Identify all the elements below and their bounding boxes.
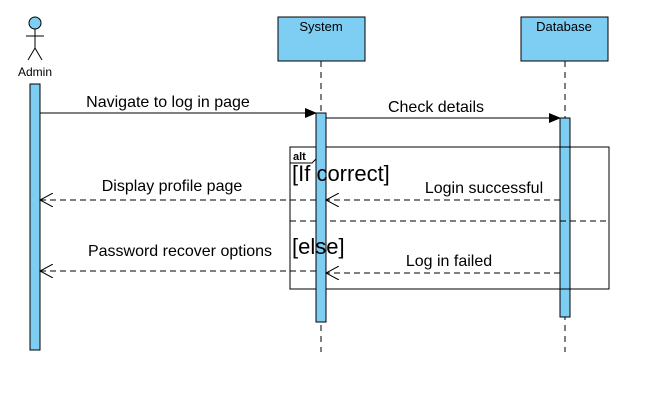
participant-database: Database	[520, 16, 609, 352]
message-login-failed: Log in failed	[326, 253, 560, 273]
database-head-box	[520, 16, 609, 62]
message-navigate: Navigate to log in page	[40, 94, 317, 118]
system-head-box	[277, 16, 366, 62]
actor-head	[28, 16, 42, 30]
guard-if-correct: [If correct]	[292, 161, 390, 186]
message-password-recover-label: Password recover options	[88, 243, 272, 260]
guard-else: [else]	[292, 234, 345, 259]
admin-activation-bar	[29, 83, 41, 351]
alt-fragment-frame	[289, 146, 610, 290]
message-login-success: Login successful	[326, 180, 560, 200]
system-activation-bar	[315, 112, 327, 323]
message-display-profile-label: Display profile page	[102, 178, 243, 195]
database-label: Database	[536, 19, 592, 34]
message-check-label: Check details	[388, 99, 484, 116]
message-display-profile: Display profile page	[40, 178, 316, 200]
message-check: Check details	[326, 99, 561, 123]
actor-right-leg	[34, 47, 43, 61]
actor-admin-label: Admin	[18, 65, 52, 79]
alt-operator-label: alt	[293, 151, 306, 163]
alt-fragment: alt	[289, 146, 610, 290]
message-navigate-label: Navigate to log in page	[86, 94, 250, 111]
system-label: System	[299, 19, 342, 34]
actor-admin: Admin	[18, 16, 52, 79]
message-login-failed-label: Log in failed	[406, 253, 492, 270]
actor-left-leg	[27, 47, 36, 61]
participant-system: System	[277, 16, 366, 352]
message-password-recover: Password recover options	[40, 243, 316, 271]
database-activation-bar	[559, 117, 571, 318]
message-login-success-label: Login successful	[425, 180, 543, 197]
